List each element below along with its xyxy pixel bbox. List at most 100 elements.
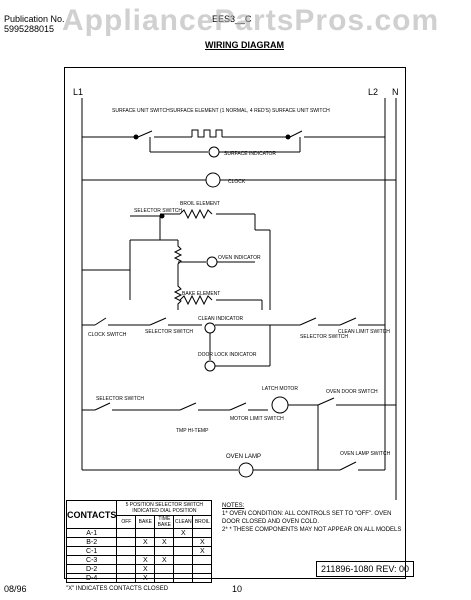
clock-switch-label: CLOCK SWITCH [88, 332, 127, 338]
oven-indicator-symbol [206, 256, 218, 268]
selector-switch-4-label: SELECTOR SWITCH [96, 396, 144, 402]
watermark: AppliancePartsPros.com [62, 4, 440, 37]
contacts-cell [116, 564, 137, 574]
contacts-cell [192, 573, 213, 583]
bake-element-label: BAKE ELEMENT [182, 291, 220, 297]
contacts-cell: X [135, 555, 156, 565]
contacts-cell [192, 528, 213, 538]
contacts-cell: X [135, 537, 156, 547]
contacts-table: CONTACTS 5 POSITION SELECTOR SWITCH INDI… [65, 500, 213, 583]
bake-element-symbol [179, 294, 213, 306]
contacts-cell [116, 555, 137, 565]
oven-lamp-symbol [238, 462, 254, 478]
broil-element-symbol [179, 208, 213, 220]
l1-label: L1 [73, 87, 83, 97]
contacts-cell [154, 546, 175, 556]
contacts-row-id: B-2 [65, 537, 118, 547]
contacts-column-header: TIME BAKE [154, 515, 175, 529]
motor-limit-switch-label: MOTOR LIMIT SWITCH [230, 416, 284, 422]
contacts-cell [154, 573, 175, 583]
contacts-cell [116, 573, 137, 583]
clock-symbol [205, 172, 221, 188]
contacts-row: D-2 X [65, 564, 213, 574]
latch-motor-label: LATCH MOTOR [262, 386, 298, 392]
contacts-column-header: OFF [116, 515, 137, 529]
publication-label: Publication No. [4, 14, 65, 24]
surface-element-symbol [191, 129, 223, 138]
contacts-cell [173, 564, 194, 574]
n-label: N [392, 87, 399, 97]
contacts-column-header: BROIL [192, 515, 213, 529]
contacts-cell [154, 564, 175, 574]
contacts-cell: X [192, 537, 213, 547]
contacts-row: C-1 X [65, 546, 213, 556]
contacts-cell [192, 555, 213, 565]
contacts-header-note: 5 POSITION SELECTOR SWITCH INDICATED DIA… [116, 500, 213, 516]
publication-number: 5995288015 [4, 24, 55, 34]
notes-title: NOTES: [222, 503, 245, 509]
contacts-cell [116, 537, 137, 547]
contacts-table-block: CONTACTS 5 POSITION SELECTOR SWITCH INDI… [65, 500, 213, 593]
contacts-cell: X [154, 537, 175, 547]
contacts-row-id: C-1 [65, 546, 118, 556]
contacts-cell: X [173, 528, 194, 538]
oven-lamp-switch-label: OVEN LAMP SWITCH [340, 451, 391, 457]
contacts-cell [116, 546, 137, 556]
contacts-row: A-1 X [65, 528, 213, 538]
diagram-frame [64, 67, 406, 579]
notes-block: NOTES: 1* OVEN CONDITION: ALL CONTROLS S… [222, 502, 402, 534]
footer-page: 10 [232, 584, 243, 594]
selector-switch-label: SELECTOR SWITCH [134, 208, 182, 214]
contacts-cell: X [135, 564, 156, 574]
clean-indicator-symbol [204, 322, 216, 334]
door-lock-indicator-label: DOOR LOCK INDICATOR [198, 352, 257, 358]
latch-motor-symbol [271, 396, 289, 414]
contacts-cell [135, 528, 156, 538]
broil-element-label: BROIL ELEMENT [180, 201, 220, 207]
oven-door-switch-label: OVEN DOOR SWITCH [326, 389, 378, 395]
surface-unit-switch-right-label: SURFACE UNIT SWITCH [272, 108, 330, 114]
contacts-cell [173, 546, 194, 556]
tmp-hi-temp-label: TMP HI-TEMP [176, 428, 209, 434]
contacts-row: D-4 X [65, 573, 213, 583]
contacts-cell: X [192, 546, 213, 556]
l2-label: L2 [368, 87, 378, 97]
contacts-cell [135, 546, 156, 556]
door-lock-indicator-symbol [204, 360, 216, 372]
contacts-cell [154, 528, 175, 538]
contacts-title: CONTACTS [65, 500, 118, 529]
contacts-row-id: D-4 [65, 573, 118, 583]
oven-indicator-label: OVEN INDICATOR [218, 255, 261, 261]
contacts-cell [173, 537, 194, 547]
contacts-cell: X [135, 573, 156, 583]
contacts-cell [116, 528, 137, 538]
part-number: 211896-1080 REV: 00 [316, 561, 415, 577]
contacts-cell [173, 573, 194, 583]
selector-switch-2-label: SELECTOR SWITCH [145, 329, 193, 335]
footer-date: 08/96 [4, 584, 27, 594]
model-number: EES3__C [212, 14, 252, 24]
note-1: 1* OVEN CONDITION: ALL CONTROLS SET TO "… [222, 511, 392, 525]
oven-lamp-label: OVEN LAMP [226, 454, 261, 460]
clean-limit-switch-label: CLEAN LIMIT SWITCH [338, 329, 390, 335]
surface-element-label: SURFACE ELEMENT (1 NORMAL, 4 RED'S) [170, 108, 271, 114]
clean-indicator-label: CLEAN INDICATOR [198, 316, 243, 322]
diagram-title: WIRING DIAGRAM [205, 40, 284, 50]
contacts-cell: X [154, 555, 175, 565]
contacts-column-header: CLEAN [173, 515, 194, 529]
contacts-row-id: D-2 [65, 564, 118, 574]
surface-unit-switch-left-label: SURFACE UNIT SWITCH [112, 108, 170, 114]
note-2: 2* * THESE COMPONENTS MAY NOT APPEAR ON … [222, 527, 402, 533]
contacts-row-id: C-3 [65, 555, 118, 565]
clock-label: CLOCK [228, 179, 246, 185]
contacts-row-id: A-1 [65, 528, 118, 538]
contacts-cell [173, 555, 194, 565]
surface-indicator-label: SURFACE INDICATOR [224, 151, 276, 157]
contacts-column-header: BAKE [135, 515, 156, 529]
contacts-footnote: "X" INDICATES CONTACTS CLOSED [66, 586, 169, 592]
selector-switch-3-label: SELECTOR SWITCH [300, 334, 348, 340]
contacts-cell [192, 564, 213, 574]
